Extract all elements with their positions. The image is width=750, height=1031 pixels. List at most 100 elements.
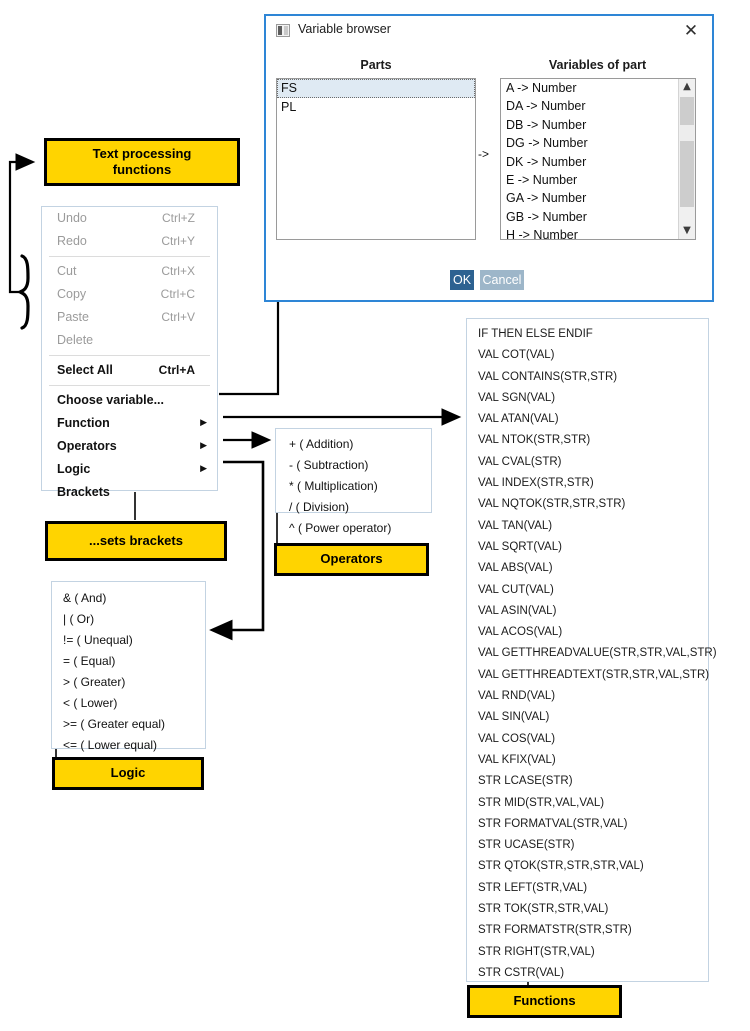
menu-item[interactable]: VAL ACOS(VAL) [478,626,563,639]
menu-item[interactable]: STR TOK(STR,STR,VAL) [478,903,609,916]
ok-button[interactable]: OK [450,270,474,290]
menu-item[interactable]: = ( Equal) [63,654,116,668]
menu-item[interactable]: != ( Unequal) [63,633,133,647]
list-item[interactable]: GB -> Number [506,209,587,224]
menu-item[interactable]: STR LCASE(STR) [478,775,573,788]
menu-item[interactable]: VAL COS(VAL) [478,732,556,745]
menu-item[interactable]: VAL NTOK(STR,STR) [478,434,591,447]
callout-operators: Operators [274,543,429,576]
list-item[interactable]: GA -> Number [506,191,587,206]
menu-item[interactable]: / ( Division) [289,500,350,514]
list-item[interactable]: DA -> Number [506,99,586,114]
triangle-right-icon: ▶ [200,418,207,428]
menu-item-accelerator: Ctrl+C [160,287,195,301]
cancel-button[interactable]: Cancel [480,270,524,290]
menu-item-cut[interactable]: Cut Ctrl+X [42,260,217,283]
functions-submenu: IF THEN ELSE ENDIF VAL COT(VAL) VAL CONT… [466,318,717,982]
menu-item[interactable]: STR MID(STR,VAL,VAL) [478,796,605,809]
menu-item[interactable]: & ( And) [63,591,107,605]
close-icon[interactable]: ✕ [683,21,699,41]
chevron-up-icon[interactable]: ▲ [683,81,691,92]
menu-item-label: Paste [57,310,89,324]
list-item[interactable]: H -> Number [506,228,578,239]
menu-item[interactable]: * ( Multiplication) [289,479,378,493]
menu-item-logic[interactable]: Logic ▶ [42,458,217,481]
menu-item[interactable]: VAL INDEX(STR,STR) [478,477,594,490]
menu-item[interactable]: VAL KFIX(VAL) [478,753,556,766]
menu-item[interactable]: VAL SGN(VAL) [478,391,556,404]
list-item[interactable]: DB -> Number [506,117,587,132]
parts-listbox[interactable]: FS PL [276,78,476,240]
menu-item[interactable]: VAL NQTOK(STR,STR,STR) [478,498,626,511]
list-item[interactable]: DG -> Number [506,136,588,151]
menu-item[interactable]: VAL GETTHREADVALUE(STR,STR,VAL,STR) [478,647,717,660]
menu-item[interactable]: VAL TAN(VAL) [478,519,553,532]
menu-item[interactable]: VAL SQRT(VAL) [478,540,562,553]
menu-item-choose-variable[interactable]: Choose variable... [42,389,217,412]
menu-item[interactable]: <= ( Lower equal) [63,738,158,752]
scrollbar-thumb-highlight [680,125,694,141]
menu-item[interactable]: VAL CVAL(STR) [478,455,562,468]
menu-item[interactable]: ^ ( Power operator) [289,521,392,535]
list-item[interactable]: A -> Number [506,81,577,95]
menu-item[interactable]: STR RIGHT(STR,VAL) [478,945,595,958]
menu-item[interactable]: STR CSTR(VAL) [478,966,565,979]
logic-submenu: & ( And) | ( Or) != ( Unequal) = ( Equal… [51,581,206,752]
list-item[interactable]: DK -> Number [506,154,587,169]
dialog-title: Variable browser [298,22,391,36]
menu-item-operators[interactable]: Operators ▶ [42,435,217,458]
menu-item-select-all[interactable]: Select All Ctrl+A [42,359,217,382]
list-item[interactable]: PL [281,100,297,114]
menu-item[interactable]: VAL CONTAINS(STR,STR) [478,370,618,383]
menu-item-undo[interactable]: Undo Ctrl+Z [42,207,217,230]
list-item[interactable]: FS [277,79,475,98]
menu-item[interactable]: IF THEN ELSE ENDIF [478,328,593,340]
variables-column-header: Variables of part [548,58,647,72]
menu-item-paste[interactable]: Paste Ctrl+V [42,306,217,329]
menu-item[interactable]: < ( Lower) [63,696,118,710]
variables-scrollbar[interactable]: ▲ ▼ [678,79,695,239]
variables-listbox[interactable]: A -> Number DA -> Number DB -> Number DG… [500,78,696,240]
menu-item-accelerator: Ctrl+Z [162,211,195,225]
menu-item-label: Logic [57,462,91,476]
menu-separator [49,256,210,257]
chevron-down-icon[interactable]: ▼ [683,225,691,236]
menu-item[interactable]: STR FORMATSTR(STR,STR) [478,924,632,937]
callout-label: ...sets brackets [89,532,183,548]
menu-item-accelerator: Ctrl+X [161,264,195,278]
menu-item[interactable]: VAL SIN(VAL) [478,711,550,724]
menu-item[interactable]: | ( Or) [63,612,95,626]
menu-item-redo[interactable]: Redo Ctrl+Y [42,230,217,253]
menu-item-delete[interactable]: Delete [42,329,217,352]
menu-item-label: Undo [57,211,87,225]
menu-item[interactable]: VAL RND(VAL) [478,690,556,703]
menu-item-label: Brackets [57,485,110,499]
callout-label: Text processing functions [92,145,192,177]
menu-item[interactable]: VAL COT(VAL) [478,349,555,362]
menu-item[interactable]: STR UCASE(STR) [478,839,575,852]
menu-item-label: Operators [57,439,117,453]
menu-item[interactable]: - ( Subtraction) [289,458,369,472]
callout-label: Operators [320,551,383,567]
menu-item-brackets[interactable]: Brackets [42,481,217,504]
scrollbar-thumb[interactable] [680,97,694,207]
list-item[interactable]: E -> Number [506,173,578,188]
menu-item[interactable]: VAL ABS(VAL) [478,562,553,575]
menu-item-copy[interactable]: Copy Ctrl+C [42,283,217,306]
triangle-right-icon: ▶ [200,464,207,474]
variables-list-viewport: A -> Number DA -> Number DB -> Number DG… [501,79,678,239]
triangle-right-icon: ▶ [200,441,207,451]
menu-item[interactable]: VAL ASIN(VAL) [478,604,557,617]
menu-item[interactable]: > ( Greater) [63,675,126,689]
menu-item[interactable]: VAL GETTHREADTEXT(STR,STR,VAL,STR) [478,668,710,681]
menu-item[interactable]: VAL ATAN(VAL) [478,413,559,426]
menu-item[interactable]: >= ( Greater equal) [63,717,166,731]
menu-item[interactable]: + ( Addition) [289,437,354,451]
connector-choose-variable-to-dialog [219,302,280,396]
menu-item-function[interactable]: Function ▶ [42,412,217,435]
menu-item[interactable]: STR LEFT(STR,VAL) [478,881,588,894]
menu-item[interactable]: STR FORMATVAL(STR,VAL) [478,817,628,830]
menu-item[interactable]: VAL CUT(VAL) [478,583,554,596]
callout-label: Functions [513,993,576,1009]
menu-item[interactable]: STR QTOK(STR,STR,STR,VAL) [478,860,644,873]
